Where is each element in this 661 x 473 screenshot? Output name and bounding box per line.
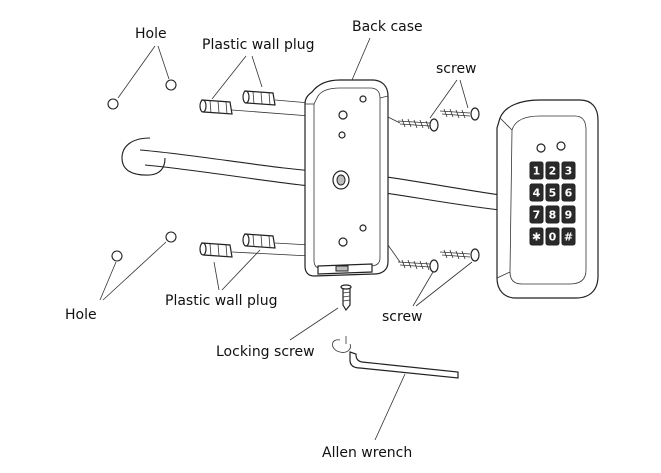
keypad-key-face xyxy=(561,205,576,224)
wall-holes-top xyxy=(107,79,177,110)
keypad-key: 7 xyxy=(529,205,544,224)
keypad-key-label: 9 xyxy=(565,209,573,222)
label-locking-screw: Locking screw xyxy=(216,344,315,360)
locking-screw xyxy=(340,284,352,312)
keypad-key-face xyxy=(561,161,576,180)
keypad-key-face xyxy=(529,161,544,180)
keypad-key-label: 2 xyxy=(549,165,557,178)
keypad-key: 4 xyxy=(529,183,544,202)
keypad-key-label: 3 xyxy=(565,165,573,178)
callout-labels: Hole Plastic wall plug Back case screw H… xyxy=(65,19,477,461)
keypad-key-face xyxy=(529,227,544,246)
keypad-key-label: 7 xyxy=(533,209,541,222)
keypad-key-label: 5 xyxy=(549,187,557,200)
wall-plug xyxy=(242,90,276,106)
keypad-key: ✱ xyxy=(529,227,544,246)
keypad-key: 6 xyxy=(561,183,576,202)
keypad-key-face xyxy=(545,205,560,224)
allen-wrench xyxy=(332,336,459,379)
keypad-key-label: 0 xyxy=(549,231,557,244)
keypad-key-label: ✱ xyxy=(532,231,541,244)
keypad-key-label: 1 xyxy=(533,165,541,178)
screw xyxy=(439,107,480,121)
leader-lines xyxy=(99,37,473,441)
keypad-key-label: # xyxy=(564,231,573,244)
keypad-key: 9 xyxy=(561,205,576,224)
label-back-case: Back case xyxy=(352,19,423,35)
back-case xyxy=(304,79,389,277)
plastic-wall-plugs-bottom xyxy=(199,233,311,258)
keypad-key-label: 4 xyxy=(533,187,541,200)
keypad-key-label: 8 xyxy=(549,209,557,222)
led-indicator xyxy=(536,143,546,153)
label-allen-wrench: Allen wrench xyxy=(322,445,412,461)
keypad-key: 1 xyxy=(529,161,544,180)
keypad-key: 8 xyxy=(545,205,560,224)
wall-plug xyxy=(242,233,276,249)
label-hole-top: Hole xyxy=(135,26,167,42)
wall-holes-bottom xyxy=(111,231,177,262)
label-plastic-wall-plug-bottom: Plastic wall plug xyxy=(165,293,278,309)
keypad-key: 3 xyxy=(561,161,576,180)
keypad-key-face xyxy=(545,183,560,202)
keypad-key-face xyxy=(545,161,560,180)
label-screw-bottom: screw xyxy=(382,309,423,325)
plastic-wall-plugs-top xyxy=(199,90,311,117)
wall-plug xyxy=(199,99,233,115)
label-hole-bottom: Hole xyxy=(65,307,97,323)
label-plastic-wall-plug-top: Plastic wall plug xyxy=(202,37,315,53)
wall-plug xyxy=(199,242,233,258)
keypad-key: 5 xyxy=(545,183,560,202)
screw xyxy=(397,259,439,273)
cable-entry-hole xyxy=(121,137,166,176)
screws-top xyxy=(387,107,480,132)
keypad-key: # xyxy=(561,227,576,246)
screws-bottom xyxy=(387,244,480,273)
keypad-key-face xyxy=(561,183,576,202)
keypad-key-face xyxy=(529,183,544,202)
keypad-key-label: 6 xyxy=(565,187,573,200)
keypad-key: 0 xyxy=(545,227,560,246)
screw xyxy=(397,118,439,132)
keypad-key: 2 xyxy=(545,161,560,180)
screw xyxy=(439,248,480,262)
keypad-key-face xyxy=(545,227,560,246)
keypad-key-face xyxy=(561,227,576,246)
keypad-key-face xyxy=(529,205,544,224)
label-screw-top: screw xyxy=(436,61,477,77)
led-indicator xyxy=(556,141,566,151)
